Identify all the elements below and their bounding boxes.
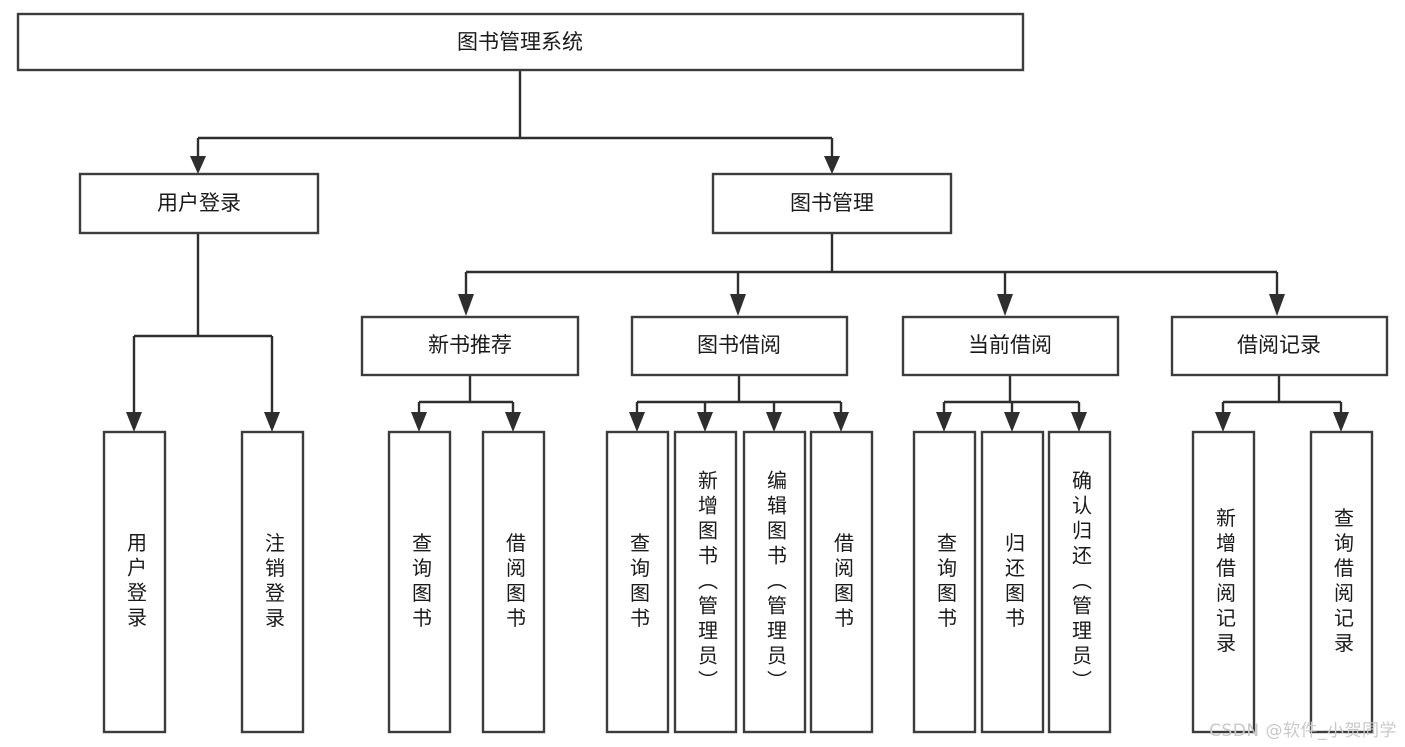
leaf-node-borrow-book[interactable]: 借阅图书 <box>809 430 874 734</box>
leaf-node-query-book-borrow[interactable]: 查询图书 <box>605 430 670 734</box>
arrow-head-leaf-logout <box>264 412 280 432</box>
node-user-login-label: 用户登录 <box>157 191 241 215</box>
leaf-node-query-book-recommend-box[interactable] <box>387 430 452 734</box>
node-borrow-record-label: 借阅记录 <box>1237 333 1321 357</box>
leaf-node-logout-label: 注销登录 <box>262 532 286 632</box>
arrow-head-leaf-user-login <box>126 412 142 432</box>
node-book-borrow-box[interactable] <box>630 315 849 377</box>
leaf-node-borrow-book-recommend-box[interactable] <box>481 430 546 734</box>
leaf-node-add-borrow-record-box[interactable] <box>1191 430 1256 734</box>
leaf-node-confirm-return-box[interactable] <box>1047 430 1112 734</box>
leaf-node-user-login-box[interactable] <box>102 430 167 734</box>
leaf-node-logout[interactable]: 注销登录 <box>240 430 305 734</box>
arrow-head-leaf-borrow-book-1 <box>505 412 521 432</box>
node-user-login[interactable]: 用户登录 <box>78 172 320 235</box>
leaf-node-add-book-box[interactable] <box>673 430 738 734</box>
arrow-head-book-borrow <box>730 294 746 316</box>
leaf-node-confirm-return-label: 确认归还（管理员） <box>1069 469 1093 694</box>
node-borrow-record[interactable]: 借阅记录 <box>1170 315 1389 377</box>
arrow-head-leaf-query-book-1 <box>411 412 427 432</box>
node-current-borrow[interactable]: 当前借阅 <box>901 315 1120 377</box>
leaf-node-query-borrow-record-box[interactable] <box>1309 430 1374 734</box>
node-book-borrow[interactable]: 图书借阅 <box>630 315 849 377</box>
node-current-borrow-box[interactable] <box>901 315 1120 377</box>
leaf-node-borrow-book-box[interactable] <box>809 430 874 734</box>
leaf-node-add-borrow-record-label: 新增借阅记录 <box>1213 507 1237 657</box>
node-root-label: 图书管理系统 <box>457 30 583 54</box>
arrow-head-userlogin <box>190 156 206 174</box>
leaf-node-add-book-label: 新增图书（管理员） <box>695 469 719 694</box>
arrow-head-new-book <box>458 294 474 316</box>
leaf-node-edit-book-box[interactable] <box>742 430 807 734</box>
leaf-node-return-book[interactable]: 归还图书 <box>980 430 1045 734</box>
leaf-node-edit-book[interactable]: 编辑图书（管理员） <box>742 430 807 734</box>
watermark-text: CSDN @软件_小贺同学 <box>1209 721 1397 741</box>
leaf-node-user-login[interactable]: 用户登录 <box>102 430 167 734</box>
leaf-node-query-book-current-label: 查询图书 <box>934 532 958 632</box>
node-book-management-box[interactable] <box>711 172 953 235</box>
arrow-head-leaf-query-record <box>1333 412 1349 432</box>
arrow-head-leaf-return-book <box>1004 412 1020 432</box>
leaf-node-user-login-label: 用户登录 <box>124 532 148 632</box>
leaf-node-query-book-current-box[interactable] <box>912 430 977 734</box>
arrow-head-leaf-add-book <box>697 412 713 432</box>
node-user-login-box[interactable] <box>78 172 320 235</box>
arrow-head-leaf-borrow-book-2 <box>833 412 849 432</box>
connector-layer <box>126 70 1349 432</box>
leaf-node-query-borrow-record-label: 查询借阅记录 <box>1331 507 1355 657</box>
leaf-node-logout-box[interactable] <box>240 430 305 734</box>
arrow-head-leaf-confirm-return <box>1071 412 1087 432</box>
leaf-node-query-book-borrow-label: 查询图书 <box>627 532 651 632</box>
leaf-node-borrow-book-recommend-label: 借阅图书 <box>503 532 527 632</box>
leaf-node-return-book-box[interactable] <box>980 430 1045 734</box>
leaf-node-return-book-label: 归还图书 <box>1002 532 1026 632</box>
node-book-management[interactable]: 图书管理 <box>711 172 953 235</box>
node-new-book-recommend-box[interactable] <box>360 315 580 377</box>
node-root[interactable]: 图书管理系统 <box>16 12 1025 72</box>
node-new-book-recommend-label: 新书推荐 <box>428 333 512 357</box>
leaf-node-borrow-book-label: 借阅图书 <box>831 532 855 632</box>
leaf-node-confirm-return[interactable]: 确认归还（管理员） <box>1047 430 1112 734</box>
leaf-node-query-book-current[interactable]: 查询图书 <box>912 430 977 734</box>
arrow-head-leaf-query-book-2 <box>629 412 645 432</box>
arrow-head-leaf-query-book-3 <box>936 412 952 432</box>
leaf-node-add-book[interactable]: 新增图书（管理员） <box>673 430 738 734</box>
leaf-node-query-book-borrow-box[interactable] <box>605 430 670 734</box>
leaf-node-add-borrow-record[interactable]: 新增借阅记录 <box>1191 430 1256 734</box>
arrow-head-leaf-edit-book <box>766 412 782 432</box>
node-root-box[interactable] <box>16 12 1025 72</box>
leaf-node-edit-book-label: 编辑图书（管理员） <box>764 469 788 694</box>
node-borrow-record-box[interactable] <box>1170 315 1389 377</box>
arrow-head-leaf-add-record <box>1215 412 1231 432</box>
node-new-book-recommend[interactable]: 新书推荐 <box>360 315 580 377</box>
node-current-borrow-label: 当前借阅 <box>968 333 1052 357</box>
leaf-node-borrow-book-recommend[interactable]: 借阅图书 <box>481 430 546 734</box>
leaf-node-query-borrow-record[interactable]: 查询借阅记录 <box>1309 430 1374 734</box>
node-book-borrow-label: 图书借阅 <box>697 333 781 357</box>
leaf-node-query-book-recommend[interactable]: 查询图书 <box>387 430 452 734</box>
arrow-head-borrow-record <box>1269 294 1285 316</box>
leaf-node-query-book-recommend-label: 查询图书 <box>409 532 433 632</box>
node-book-management-label: 图书管理 <box>790 191 874 215</box>
arrow-head-current-borrow <box>997 294 1013 316</box>
arrow-head-bookmgmt <box>824 156 840 174</box>
